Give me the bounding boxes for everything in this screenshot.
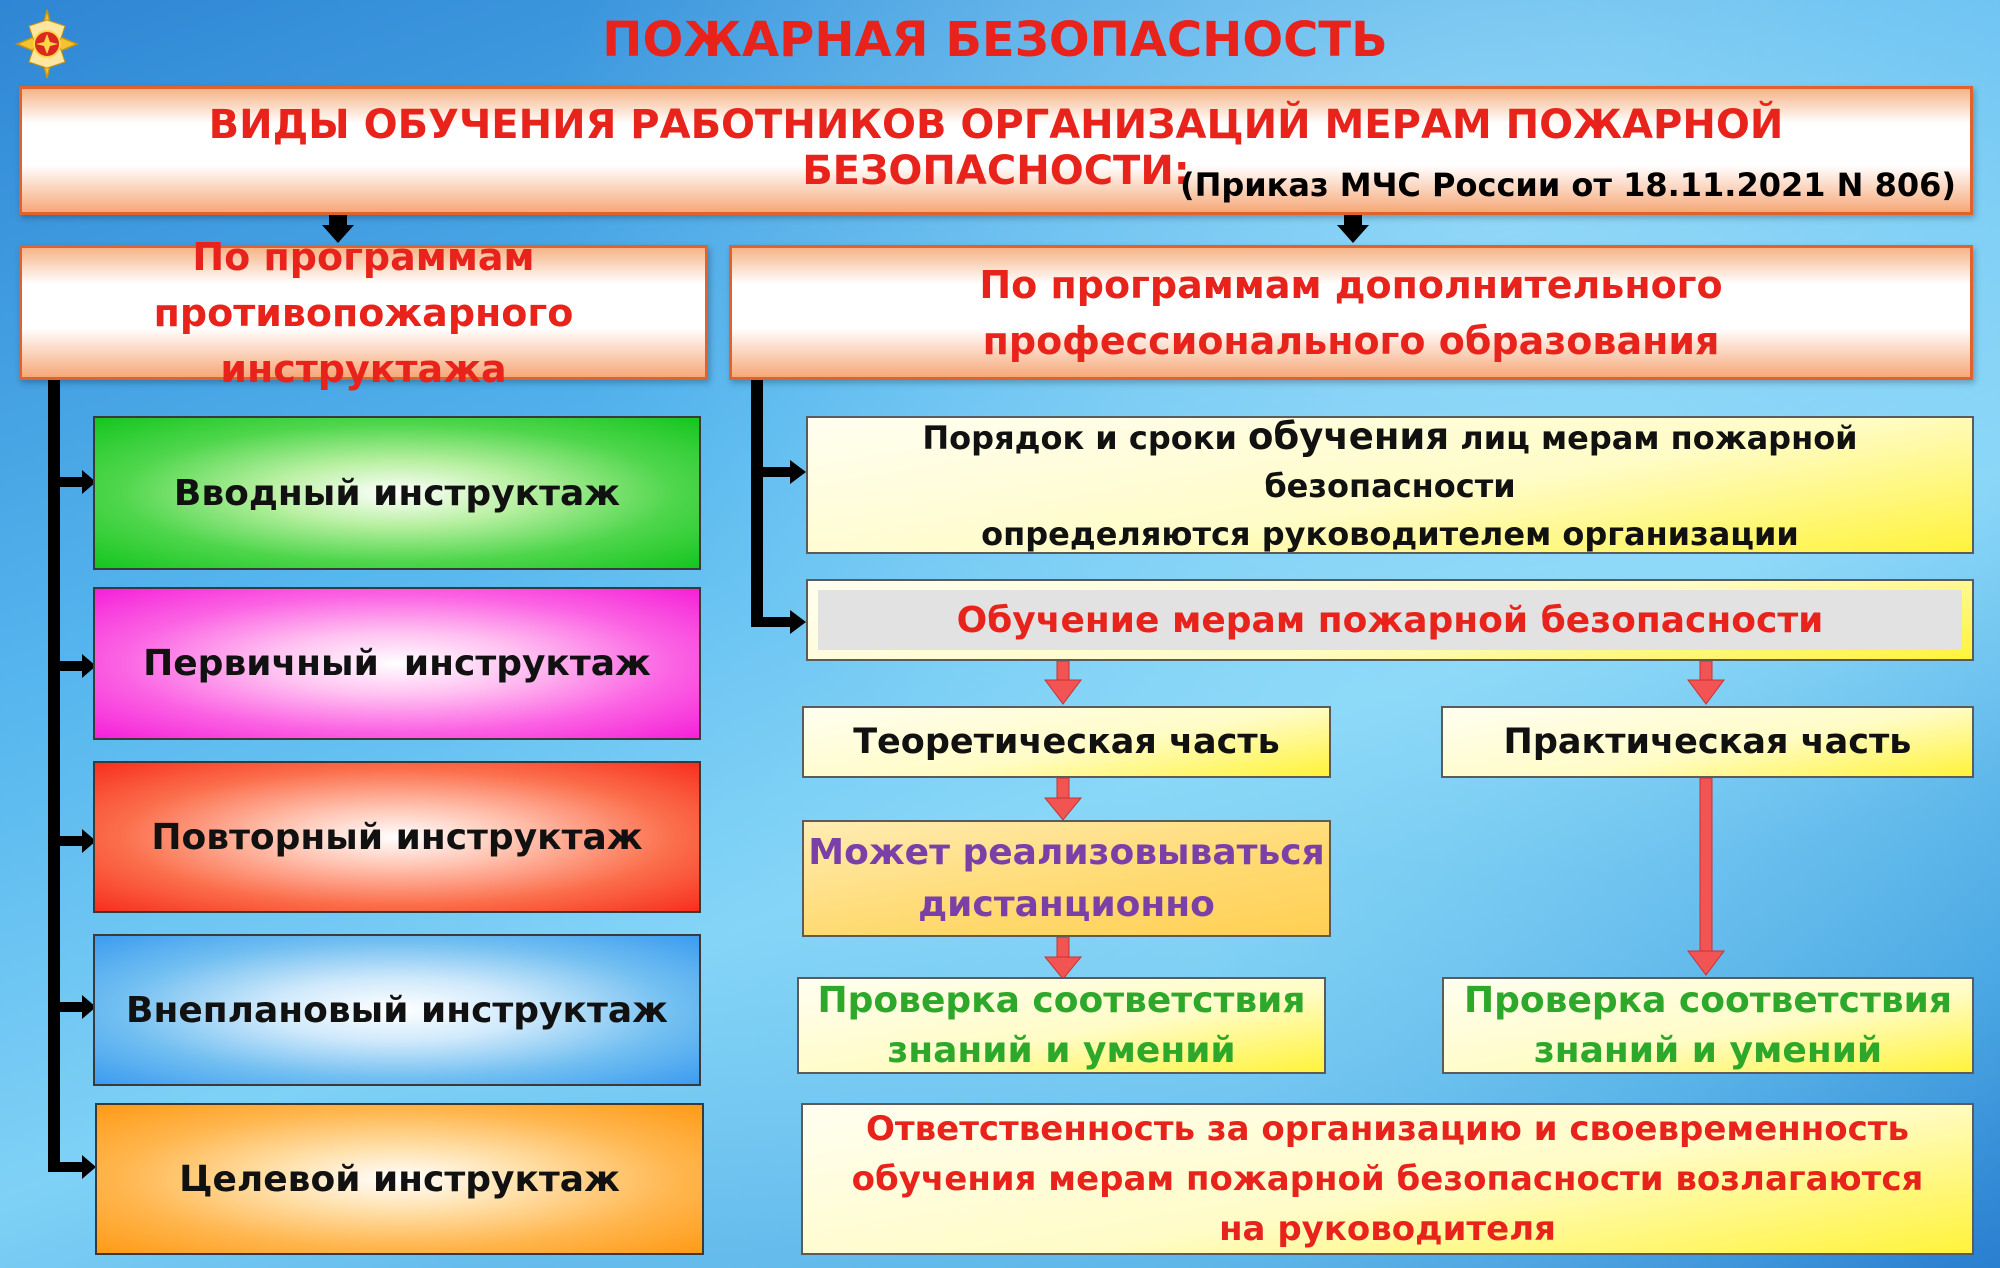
left-branch-title-line1: По программам: [192, 234, 535, 279]
right-branch-arrows: [757, 460, 806, 634]
instruction-repeated: Повторный инструктаж: [93, 761, 701, 913]
responsibility-box: Ответственность за организацию и своевре…: [801, 1103, 1974, 1255]
order-info-line1: Порядок и сроки обучения лиц мерам пожар…: [922, 414, 1858, 505]
responsibility-line1: Ответственность за организацию и своевре…: [866, 1109, 1909, 1149]
instruction-primary: Первичный инструктаж: [93, 587, 701, 740]
header-box: ВИДЫ ОБУЧЕНИЯ РАБОТНИКОВ ОРГАНИЗАЦИЙ МЕР…: [19, 86, 1973, 215]
remote-learning-box: Может реализовываться дистанционно: [802, 820, 1331, 937]
responsibility-line2: обучения мерам пожарной безопасности воз…: [851, 1159, 1924, 1199]
remote-learning-line2: дистанционно: [918, 883, 1215, 925]
theory-part-label: Теоретическая часть: [853, 722, 1280, 762]
order-info-emphasis: обучения: [1248, 414, 1450, 458]
instruction-label: Повторный инструктаж: [151, 816, 643, 858]
left-branch-arrows: [54, 470, 96, 1179]
training-label: Обучение мерам пожарной безопасности: [956, 599, 1824, 641]
right-branch-title-line1: По программам дополнительного: [979, 262, 1723, 307]
training-box: Обучение мерам пожарной безопасности: [806, 579, 1974, 661]
left-branch-header: По программам противопожарного инструкта…: [19, 235, 708, 391]
theory-part-box: Теоретическая часть: [802, 706, 1331, 778]
header-title: ВИДЫ ОБУЧЕНИЯ РАБОТНИКОВ ОРГАНИЗАЦИЙ МЕР…: [208, 101, 1784, 194]
theory-knowledge-check-box: Проверка соответствия знаний и умений: [797, 977, 1326, 1074]
right-trunk-line: [751, 380, 763, 627]
header-to-left-arrow: [322, 215, 354, 243]
instruction-targeted: Целевой инструктаж: [95, 1103, 704, 1255]
left-trunk-line: [48, 380, 60, 1172]
practice-part-box: Практическая часть: [1441, 706, 1974, 778]
right-branch-header: По программам дополнительного профессион…: [729, 245, 1973, 380]
responsibility-line3: на руководителя: [1219, 1209, 1556, 1249]
left-branch-title-line2: противопожарного инструктажа: [153, 290, 574, 391]
order-info-box: Порядок и сроки обучения лиц мерам пожар…: [806, 414, 1974, 554]
instruction-label: Целевой инструктаж: [179, 1158, 620, 1200]
knowledge-check-line2: знаний и умений: [887, 1029, 1236, 1071]
header-order-reference: (Приказ МЧС России от 18.11.2021 N 806): [1179, 166, 1956, 204]
training-inner-panel: Обучение мерам пожарной безопасности: [818, 590, 1962, 650]
page-title: ПОЖАРНАЯ БЕЗОПАСНОСТЬ: [602, 12, 1388, 68]
knowledge-check-line2: знаний и умений: [1533, 1029, 1883, 1071]
practice-knowledge-check-box: Проверка соответствия знаний и умений: [1442, 977, 1974, 1074]
knowledge-check-line1: Проверка соответствия: [1464, 979, 1952, 1021]
instruction-unscheduled: Внеплановый инструктаж: [93, 934, 701, 1086]
knowledge-check-line1: Проверка соответствия: [817, 979, 1306, 1021]
header-to-right-arrow: [1337, 215, 1369, 243]
right-branch-title-line2: профессионального образования: [982, 318, 1720, 363]
instruction-introductory: Вводный инструктаж: [93, 416, 701, 570]
remote-learning-line1: Может реализовываться: [808, 831, 1325, 873]
practice-part-label: Практическая часть: [1503, 722, 1912, 762]
instruction-label: Внеплановый инструктаж: [126, 989, 668, 1031]
order-info-line2: определяются руководителем организации: [981, 514, 1799, 553]
emercom-emblem-icon: [14, 8, 80, 80]
instruction-label: Первичный инструктаж: [143, 643, 651, 684]
instruction-label: Вводный инструктаж: [173, 472, 621, 514]
red-flow-arrows: [1043, 660, 1725, 980]
